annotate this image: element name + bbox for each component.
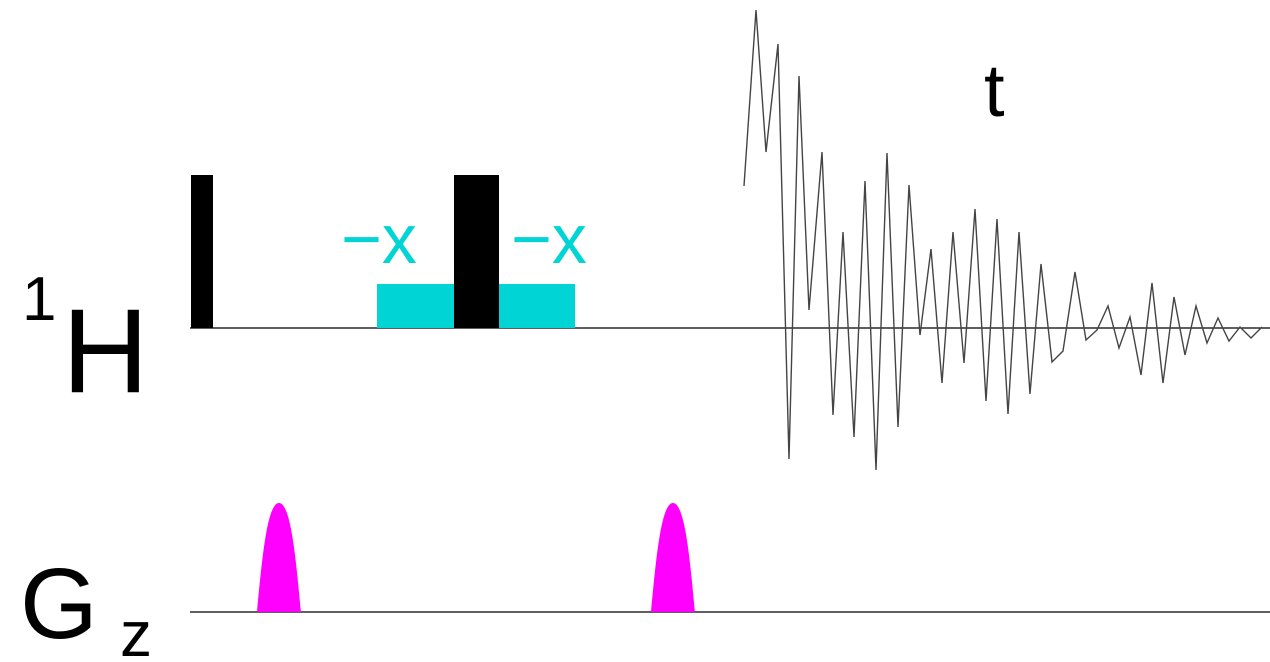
spinlock-pulse-right [498,284,575,328]
proton-channel-label: 1 H [22,265,149,418]
phase-label-left: −x [341,200,417,278]
gradient-pulse-first [257,503,301,612]
proton-label-superscript: 1 [22,265,56,334]
gradient-label-subscript: z [120,598,152,662]
phase-label-right: −x [511,200,587,278]
spinlock-pulse-left [377,284,455,328]
acquisition-time-label: t [984,49,1005,132]
refocusing-pulse [454,175,499,328]
fid-signal [743,9,1263,471]
gradient-label-main: G [20,548,98,660]
gradient-channel-label: G z [20,548,152,662]
proton-label-main: H [62,284,149,418]
gradient-pulse-second [651,503,695,612]
excitation-pulse [191,175,213,328]
